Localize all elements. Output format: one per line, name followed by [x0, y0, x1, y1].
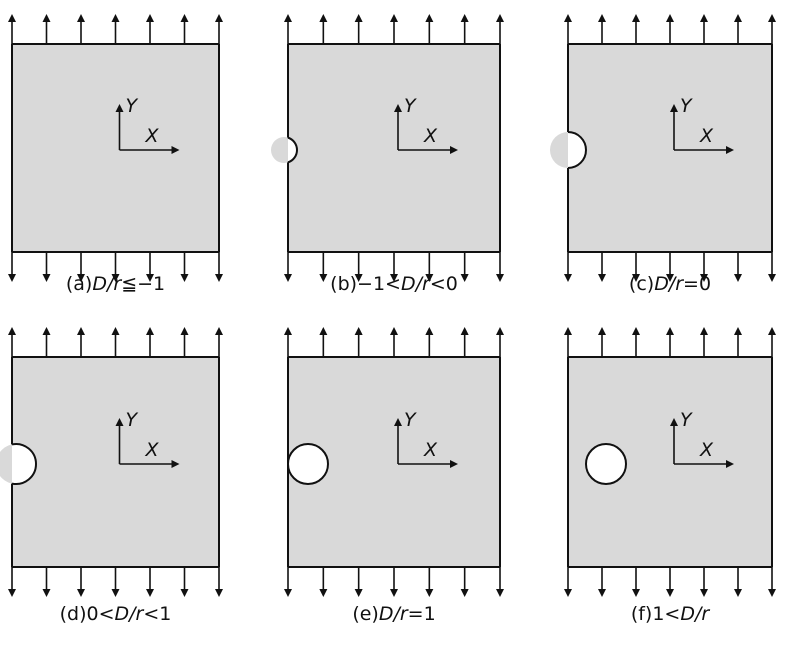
- notch-outline: [567, 131, 587, 169]
- caption-prefix: (e): [352, 603, 379, 625]
- caption-panel-e: (e)D/r=1: [352, 605, 435, 624]
- caption-suffix: =1: [407, 603, 436, 625]
- y-axis-label: Y: [680, 95, 693, 117]
- notch-outline: [287, 136, 298, 164]
- plate-body: [271, 44, 500, 252]
- circular-hole: [287, 443, 329, 485]
- notch-outline: [11, 443, 37, 485]
- y-axis-label: Y: [680, 409, 693, 431]
- caption-panel-c: (c)D/r=0: [629, 275, 711, 294]
- caption-prefix: (a): [65, 273, 93, 295]
- caption-prefix: (c): [628, 273, 655, 295]
- plate-body: [288, 357, 500, 567]
- x-axis-label: X: [699, 125, 714, 147]
- caption-math: D/r: [378, 603, 408, 625]
- panel-f: YX: [564, 327, 776, 597]
- caption-panel-d: (d)0<D/r<1: [60, 605, 172, 624]
- caption-math: D/r: [400, 273, 430, 295]
- caption-math: D/r: [92, 273, 122, 295]
- plate-body: [568, 357, 772, 567]
- panel-a: YX: [8, 14, 223, 282]
- caption-suffix: <0: [429, 273, 458, 295]
- caption-panel-a: (a)D/r≦−1: [66, 275, 165, 294]
- caption-panel-b: (b)−1<D/r<0: [330, 275, 458, 294]
- caption-math: D/r: [680, 603, 710, 625]
- caption-suffix: =0: [683, 273, 712, 295]
- plate-body: [550, 44, 772, 252]
- y-axis-label: Y: [126, 409, 139, 431]
- caption-prefix: (f)1<: [630, 603, 681, 625]
- caption-panel-f: (f)1<D/r: [631, 605, 709, 624]
- panel-d: YX: [0, 327, 223, 597]
- x-axis-label: X: [423, 439, 438, 461]
- panel-c: YX: [550, 14, 776, 282]
- y-axis-label: Y: [126, 95, 139, 117]
- y-axis-label: Y: [404, 409, 417, 431]
- circular-hole: [585, 443, 627, 485]
- plate-body: [0, 357, 219, 567]
- caption-math: D/r: [654, 273, 684, 295]
- x-axis-label: X: [145, 125, 160, 147]
- caption-suffix: ≦−1: [121, 273, 166, 295]
- x-axis-label: X: [699, 439, 714, 461]
- caption-prefix: (b)−1<: [330, 273, 401, 295]
- caption-suffix: <1: [143, 603, 172, 625]
- caption-math: D/r: [114, 603, 144, 625]
- plate-body: [12, 44, 219, 252]
- caption-prefix: (d)0<: [59, 603, 115, 625]
- panel-e: YX: [284, 327, 504, 597]
- x-axis-label: X: [423, 125, 438, 147]
- y-axis-label: Y: [404, 95, 417, 117]
- panel-b: YX: [271, 14, 504, 282]
- x-axis-label: X: [145, 439, 160, 461]
